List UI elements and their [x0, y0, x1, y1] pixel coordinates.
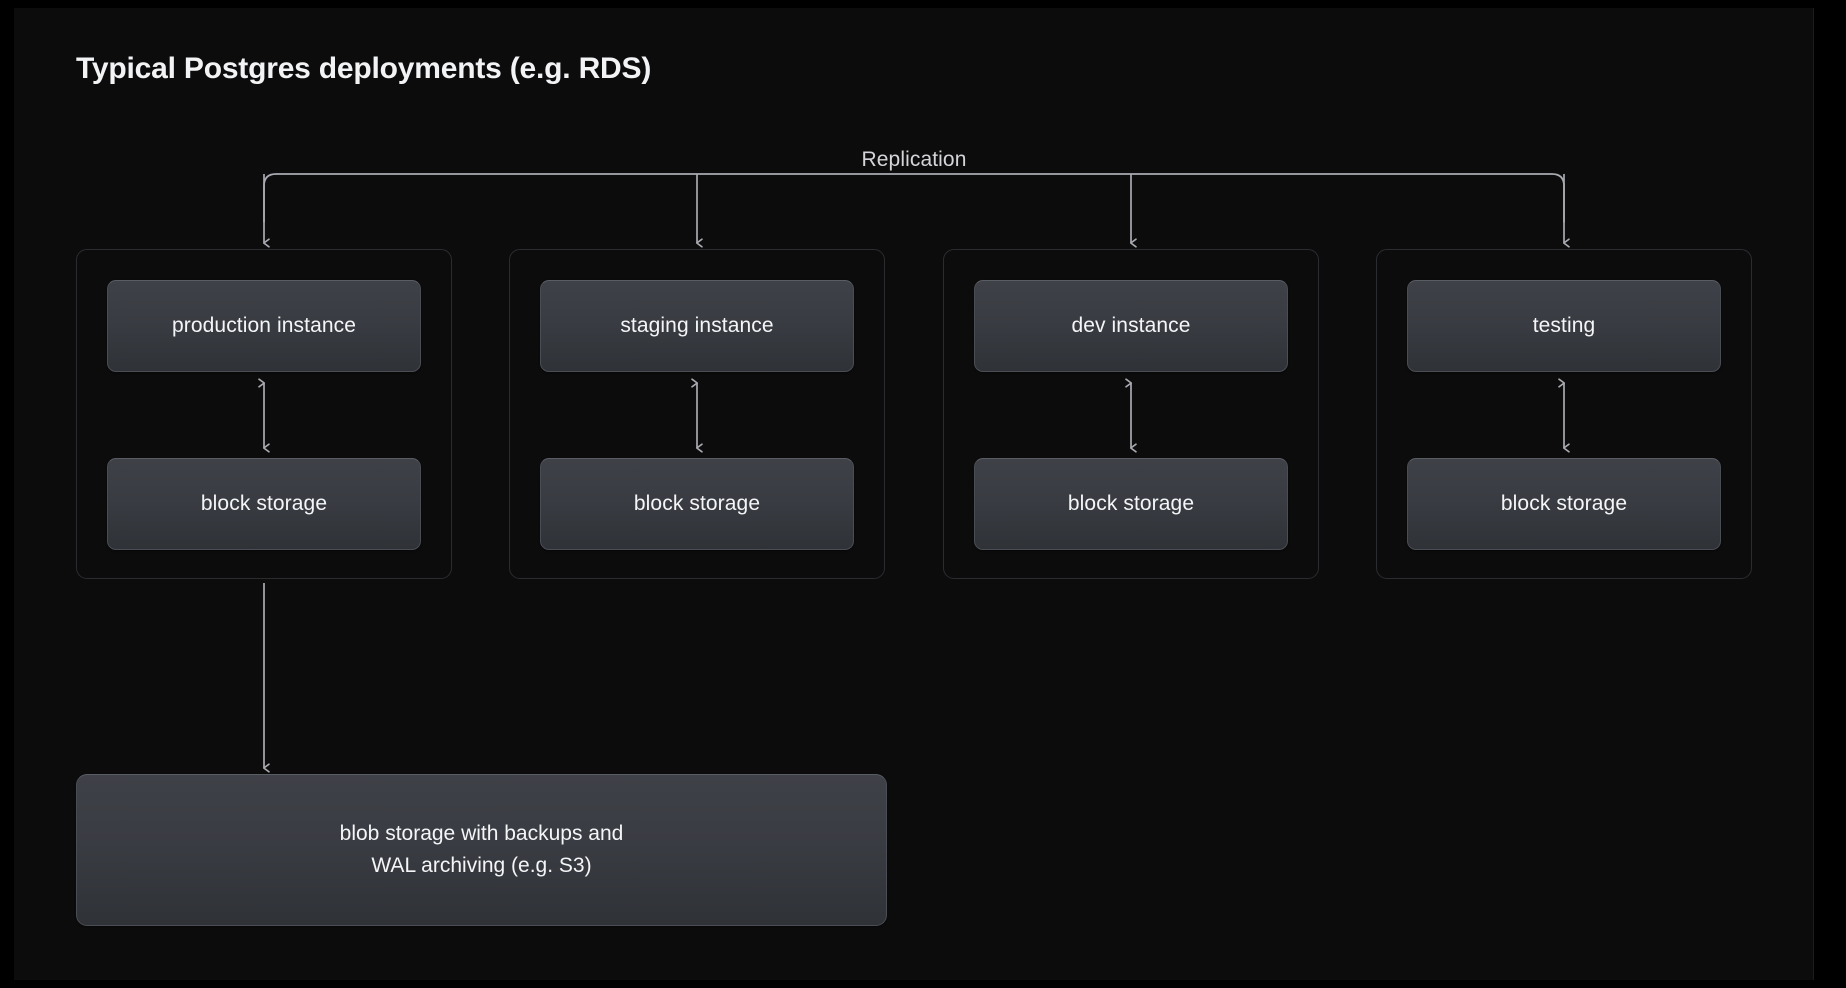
card-label: staging instance [620, 314, 774, 337]
blob-storage-line-1: blob storage with backups and [339, 822, 624, 846]
diagram-panel: Typical Postgres deployments (e.g. RDS) … [14, 8, 1814, 980]
card-blob-storage[interactable]: blob storage with backups and WAL archiv… [76, 774, 887, 926]
card-staging-instance[interactable]: staging instance [540, 280, 854, 372]
card-testing-block-storage[interactable]: block storage [1407, 458, 1721, 550]
card-dev-block-storage[interactable]: block storage [974, 458, 1288, 550]
replication-label: Replication [861, 148, 967, 171]
column-dev[interactable]: dev instance block storage [943, 249, 1319, 579]
card-testing-instance[interactable]: testing [1407, 280, 1721, 372]
card-production-block-storage[interactable]: block storage [107, 458, 421, 550]
column-staging[interactable]: staging instance block storage [509, 249, 885, 579]
card-dev-instance[interactable]: dev instance [974, 280, 1288, 372]
card-production-instance[interactable]: production instance [107, 280, 421, 372]
card-label: block storage [1067, 492, 1195, 515]
column-production[interactable]: production instance block storage [76, 249, 452, 579]
card-label: dev instance [1071, 314, 1191, 337]
card-label: block storage [1500, 492, 1628, 515]
page-title: Typical Postgres deployments (e.g. RDS) [76, 52, 652, 85]
card-label: production instance [171, 314, 357, 337]
card-label: testing [1532, 314, 1596, 337]
card-label: block storage [633, 492, 761, 515]
card-staging-block-storage[interactable]: block storage [540, 458, 854, 550]
replication-bus [263, 173, 1565, 223]
card-label: block storage [200, 492, 328, 515]
blob-storage-line-2: WAL archiving (e.g. S3) [371, 854, 592, 877]
column-testing[interactable]: testing block storage [1376, 249, 1752, 579]
